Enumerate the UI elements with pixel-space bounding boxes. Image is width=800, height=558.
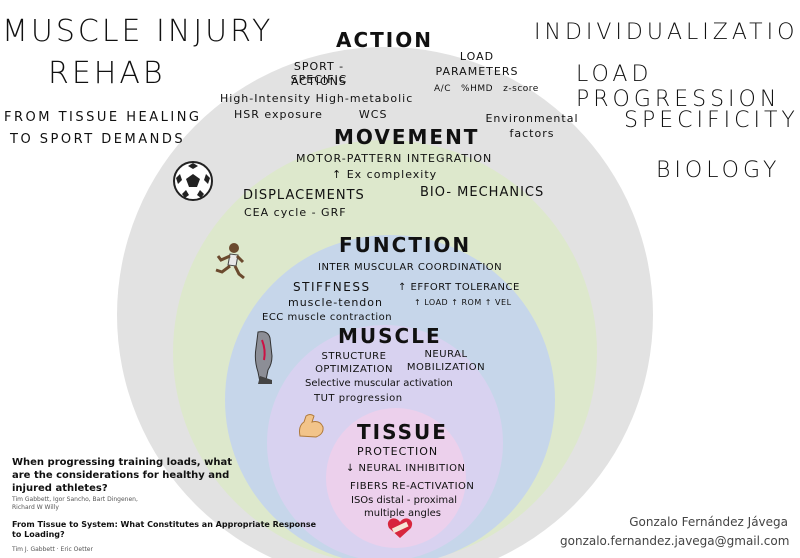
reference-question-line2: are the considerations for healthy and — [12, 470, 230, 481]
subtitle-line1: FROM TISSUE HEALING — [4, 110, 202, 125]
ex-complexity: ↑ Ex complexity — [332, 168, 438, 181]
tut-progression: TUT progression — [314, 393, 403, 404]
environmental-line1: Environmental — [485, 112, 579, 125]
author-name: Gonzalo Fernández Jávega — [629, 515, 788, 529]
sport-specific-line1: SPORT - SPECIFIC — [290, 60, 348, 86]
environmental-line2: factors — [509, 127, 555, 140]
action-heading: ACTION — [336, 28, 433, 52]
structure-line2: OPTIMIZATION — [315, 364, 393, 375]
neural-inhibition: ↓ NEURAL INHIBITION — [346, 463, 466, 474]
load-params-line1: LOAD — [459, 50, 495, 63]
structure-line1: STRUCTURE — [321, 351, 387, 362]
tissue-ring — [326, 408, 466, 548]
bio-mechanics: BIO- MECHANICS — [420, 185, 545, 200]
reference-paper-line2: to Loading? — [12, 530, 65, 539]
movement-heading: MOVEMENT — [334, 125, 480, 149]
leg-muscle-icon — [254, 331, 273, 384]
sport-specific-line2: ACTIONS — [291, 75, 347, 88]
cea-cycle: CEA cycle - GRF — [244, 206, 347, 219]
effort-tolerance: ↑ EFFORT TOLERANCE — [398, 282, 520, 293]
reference-question-line1: When progressing training loads, what — [12, 457, 232, 468]
runner-icon — [215, 243, 245, 280]
reference-paper: From Tissue to System: What Constitutes … — [12, 520, 316, 540]
load-params-line2: PARAMETERS — [435, 65, 519, 78]
neural-line2: MOBILIZATION — [406, 362, 486, 373]
tissue-heading: TISSUE — [357, 420, 448, 444]
title-line2: REHAB — [48, 56, 166, 91]
reference-question-line3: injured athletes? — [12, 483, 108, 494]
selective-activation: Selective muscular activation — [305, 378, 453, 389]
flexed-biceps-icon — [299, 414, 324, 438]
principle-individualization: INDIVIDUALIZATION — [534, 20, 800, 45]
intensity-line2: HSR exposure WCS — [234, 108, 388, 121]
bandaged-heart-icon — [387, 518, 413, 538]
displacements: DISPLACEMENTS — [243, 188, 365, 203]
muscle-heading: MUSCLE — [338, 324, 442, 348]
intermuscular-coordination: INTER MUSCULAR COORDINATION — [318, 262, 503, 273]
isos-distal-proximal: ISOs distal - proximal — [351, 495, 458, 506]
protection: PROTECTION — [357, 445, 439, 458]
principle-load-progression: LOAD PROGRESSION — [576, 62, 781, 112]
reference-question: When progressing training loads, what ar… — [12, 456, 232, 495]
intensity-line1: High-Intensity High-metabolic — [220, 92, 414, 105]
effort-detail: ↑ LOAD ↑ ROM ↑ VEL — [414, 298, 512, 307]
reference-paper-line1: From Tissue to System: What Constitutes … — [12, 520, 317, 529]
principle-specificity: SPECIFICITY — [624, 108, 799, 133]
reference-question-authors-line1: Tim Gabbett, Igor Sancho, Bart Dingenen, — [12, 496, 138, 503]
title-line1: MUSCLE INJURY — [2, 14, 274, 49]
function-heading: FUNCTION — [339, 233, 472, 257]
muscle-tendon: muscle-tendon — [288, 296, 383, 309]
ecc-contraction: ECC muscle contraction — [262, 312, 393, 323]
author-email: gonzalo.fernandez.javega@gmail.com — [560, 534, 790, 548]
soccer-ball-icon — [173, 161, 213, 201]
subtitle-line2: TO SPORT DEMANDS — [10, 132, 186, 147]
load-metrics: A/C %HMD z-score — [434, 84, 539, 94]
reference-question-authors-line2: Richard W Willy — [12, 504, 59, 511]
motor-pattern: MOTOR-PATTERN INTEGRATION — [296, 152, 493, 165]
principle-biology: BIOLOGY — [656, 158, 781, 183]
fibers-reactivation: FIBERS RE-ACTIVATION — [350, 481, 475, 492]
neural-line1: NEURAL — [424, 349, 468, 360]
stiffness: STIFFNESS — [293, 280, 371, 294]
reference-paper-authors: Tim J. Gabbett · Eric Oetter — [12, 546, 93, 553]
reference-question-authors: Tim Gabbett, Igor Sancho, Bart Dingenen,… — [12, 496, 138, 512]
multiple-angles: multiple angles — [364, 508, 441, 519]
